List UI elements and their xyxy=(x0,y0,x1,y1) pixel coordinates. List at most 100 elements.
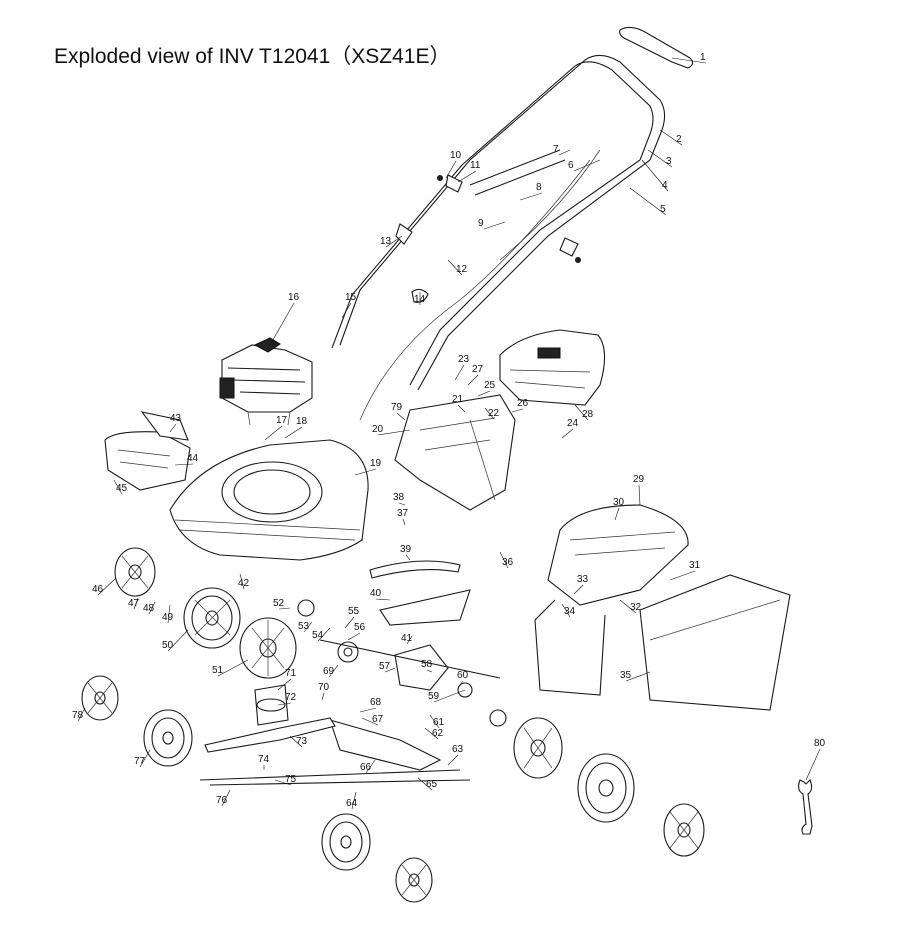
callout-leader xyxy=(359,707,377,713)
part-number-13: 13 xyxy=(380,236,392,247)
callout-leader xyxy=(519,192,543,201)
part-number-28: 28 xyxy=(582,409,594,420)
callout-leader xyxy=(573,584,584,595)
wheel-disc-51-right xyxy=(513,717,563,779)
part-number-11: 11 xyxy=(470,160,481,171)
wheels xyxy=(81,547,705,903)
part-number-3: 3 xyxy=(666,156,672,167)
wheel-left-lower xyxy=(143,709,193,767)
callout-leader xyxy=(467,374,479,386)
callout-leader xyxy=(377,429,411,436)
callout-leader xyxy=(561,603,571,618)
callout-leader xyxy=(385,235,403,248)
part-number-5: 5 xyxy=(660,204,666,215)
callout-leader xyxy=(274,779,292,786)
part-number-21: 21 xyxy=(452,394,464,405)
part-number-26: 26 xyxy=(517,398,529,409)
part-number-51: 51 xyxy=(212,665,224,676)
part-number-30: 30 xyxy=(613,497,625,508)
part-number-50: 50 xyxy=(162,640,174,651)
part-number-22: 22 xyxy=(488,408,500,419)
callout-leader xyxy=(429,714,440,729)
part-number-2: 2 xyxy=(676,134,682,145)
callout-leader xyxy=(477,390,491,397)
part-number-44: 44 xyxy=(187,453,199,464)
wheel-right xyxy=(577,753,635,823)
callout-leader xyxy=(629,187,667,216)
part-number-73: 73 xyxy=(296,736,308,747)
part-number-54: 54 xyxy=(312,630,324,641)
part-number-67: 67 xyxy=(372,714,384,725)
callout-leader xyxy=(365,759,376,774)
part-number-16: 16 xyxy=(288,292,300,303)
callout-leader xyxy=(361,717,379,726)
part-number-17: 17 xyxy=(276,415,288,426)
callout-leader xyxy=(264,425,283,441)
callout-leader xyxy=(269,302,295,346)
callout-leader xyxy=(278,607,291,610)
part-number-65: 65 xyxy=(426,779,438,790)
mower-deck xyxy=(169,439,369,561)
handle-assembly xyxy=(331,26,694,421)
callout-leader xyxy=(351,791,357,810)
callout-leader xyxy=(217,659,249,677)
part-number-9: 9 xyxy=(478,218,484,229)
callout-leader xyxy=(457,170,477,183)
callout-leader xyxy=(328,664,339,678)
callout-leader xyxy=(77,707,86,722)
callout-leader xyxy=(457,404,466,413)
part-number-27: 27 xyxy=(472,364,484,375)
part-number-4: 4 xyxy=(662,180,668,191)
callout-leader xyxy=(647,149,673,168)
callout-leader xyxy=(511,408,524,413)
part-number-41: 41 xyxy=(401,633,413,644)
callout-leader xyxy=(97,577,117,596)
hubcap-46 xyxy=(114,547,156,597)
callout-leader xyxy=(167,604,171,624)
part-number-35: 35 xyxy=(620,670,632,681)
callout-leader xyxy=(433,689,466,703)
callout-leader xyxy=(384,667,396,673)
drive-parts xyxy=(199,560,501,786)
callout-leader xyxy=(558,149,571,156)
callout-leader xyxy=(113,479,123,495)
part-number-42: 42 xyxy=(238,578,250,589)
wheel-left-upper xyxy=(183,587,241,649)
callout-leader xyxy=(454,364,465,381)
callout-leader xyxy=(669,570,696,581)
part-number-7: 7 xyxy=(553,144,559,155)
part-number-40: 40 xyxy=(370,588,382,599)
part-number-66: 66 xyxy=(360,762,372,773)
part-number-46: 46 xyxy=(92,584,104,595)
diagram-title: Exploded view of INV T12041（XSZ41E） xyxy=(54,45,451,68)
rear-flap-chute xyxy=(394,394,516,511)
callout-leader xyxy=(561,428,574,439)
part-number-1: 1 xyxy=(700,52,706,63)
callout-leader xyxy=(499,551,509,569)
callout-leader xyxy=(426,669,433,673)
part-number-6: 6 xyxy=(568,160,574,171)
part-number-20: 20 xyxy=(372,424,384,435)
part-number-70: 70 xyxy=(318,682,330,693)
callout-leader xyxy=(619,599,637,614)
spanner-80 xyxy=(797,779,813,835)
part-number-68: 68 xyxy=(370,697,382,708)
part-number-23: 23 xyxy=(458,354,470,365)
part-number-48: 48 xyxy=(143,603,155,614)
callout-leader xyxy=(406,635,413,645)
wheel-disc-51 xyxy=(239,617,297,679)
callout-leader xyxy=(139,749,151,768)
callout-leader xyxy=(573,159,601,172)
part-number-55: 55 xyxy=(348,606,360,617)
part-number-74: 74 xyxy=(258,754,270,765)
part-number-8: 8 xyxy=(536,182,542,193)
gear-small xyxy=(297,599,507,727)
callout-leader xyxy=(483,221,506,230)
part-number-71: 71 xyxy=(285,668,297,679)
callout-leader xyxy=(148,601,156,615)
callout-leader xyxy=(574,404,589,421)
blade xyxy=(204,684,336,753)
callout-leader xyxy=(402,518,406,526)
part-number-79: 79 xyxy=(391,402,403,413)
